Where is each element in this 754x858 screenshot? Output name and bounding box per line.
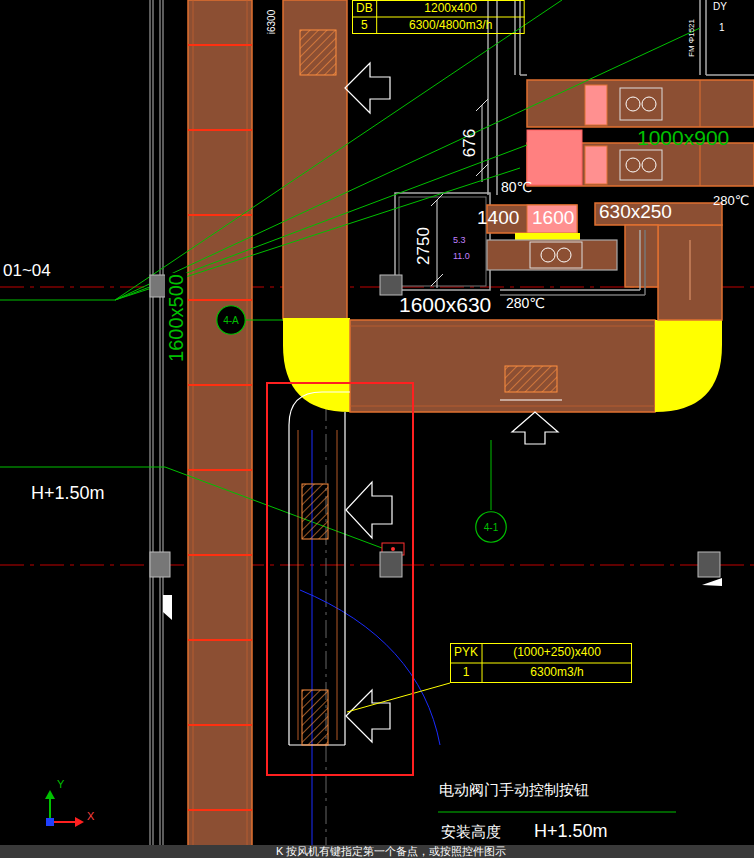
mounting-height: H+1.50m <box>30 484 106 504</box>
ucs-icon <box>45 790 84 827</box>
temperature-mark: 80℃ <box>500 180 533 195</box>
mounting-height: H+1.50m <box>533 822 609 842</box>
duct-size: 630x250 <box>598 202 673 223</box>
duct-size: 1600x630 <box>398 293 492 316</box>
note-text: 安装高度 <box>440 824 502 841</box>
door-tag: 1 <box>718 22 726 33</box>
grid-line <box>0 565 754 566</box>
dimension: 676 <box>461 128 480 158</box>
marker-text: 4-1 <box>484 522 498 533</box>
dimension-line <box>431 99 488 288</box>
temperature-mark: 280℃ <box>712 194 750 208</box>
duct-size: 1000x900 <box>636 126 730 149</box>
table-cell-text: (1000+250)x400 <box>513 646 601 659</box>
dimension: 2750 <box>415 226 434 266</box>
section-marker: 4-A <box>216 305 246 335</box>
duct-size: 1400 <box>476 208 520 229</box>
duct-size: 1600 <box>531 208 575 229</box>
axis-label: X <box>86 810 95 822</box>
table-cell-text: 5 <box>361 19 368 32</box>
wall <box>150 0 163 858</box>
marker-circle <box>476 512 507 543</box>
highlight-box <box>267 383 413 775</box>
table-rule <box>352 17 525 18</box>
exhaust-duct <box>289 392 392 745</box>
table-border <box>353 1 525 34</box>
status-text: K 按风机有键指定第一个备点，或按照控件图示 <box>275 845 507 857</box>
table-cell-text: 6300/4800m3/h <box>409 19 492 32</box>
table-rule <box>450 663 632 664</box>
room-note: 11.0 <box>452 252 471 262</box>
column <box>150 275 722 620</box>
duct-branch <box>283 0 722 444</box>
table-cell-text: 1 <box>463 666 470 679</box>
leader-line <box>0 0 700 812</box>
table-cell-text: DB <box>356 2 373 15</box>
pipe-line <box>300 590 440 745</box>
air-terminal-table: PYK (1000+250)x400 1 6300m3/h <box>450 643 632 683</box>
duct-size: 1600x500 <box>165 273 187 363</box>
table-cell-text: 1200x400 <box>424 2 477 15</box>
note-text: 电动阀门手动控制按钮 <box>438 782 590 799</box>
elevation-mark: i6300 <box>266 9 277 35</box>
system-tag: 01~04 <box>2 262 52 281</box>
air-terminal-table: DB 1200x400 5 6300/4800m3/h <box>352 0 525 34</box>
axis-label: Y <box>56 778 65 790</box>
control-button-symbol <box>391 547 395 551</box>
leader-line <box>347 683 450 712</box>
room-walls <box>395 0 754 295</box>
duct-main <box>188 0 252 858</box>
table-cell-text: 6300m3/h <box>530 666 583 679</box>
status-bar <box>0 845 754 858</box>
marker-circle <box>217 306 246 335</box>
room-note: 5.3 <box>452 236 467 246</box>
section-marker: 4-1 <box>475 511 507 543</box>
table-cell-text: PYK <box>454 646 478 659</box>
marker-text: 4-A <box>223 315 239 326</box>
door-tag: DY <box>712 1 728 12</box>
door-tag: FM Φ1521 <box>688 18 697 58</box>
table-border <box>451 644 632 683</box>
temperature-mark: 280℃ <box>505 296 546 311</box>
